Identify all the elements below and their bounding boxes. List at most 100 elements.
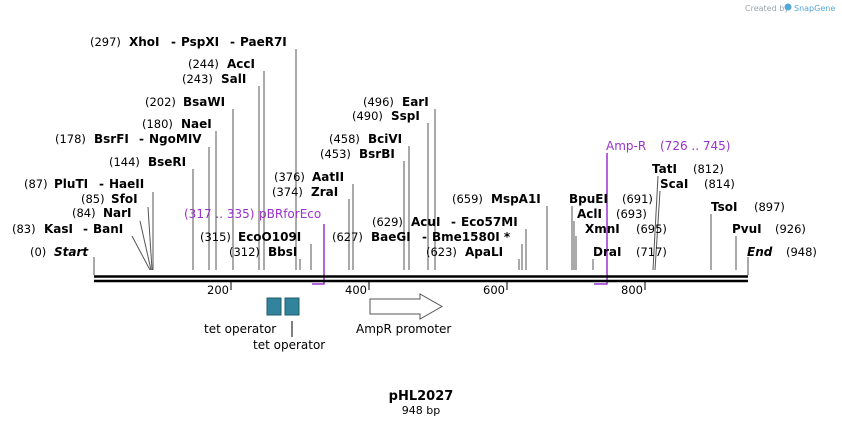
site-name-baegi[interactable]: BaeGI (371, 230, 411, 244)
ruler-label-600: 600 (483, 283, 505, 297)
primer-name-ampr[interactable]: Amp-R (606, 139, 646, 153)
site-pos-drai: (717) (636, 245, 667, 259)
site-pos-pluti: (87) (24, 177, 48, 191)
site-pos-scai: (814) (704, 177, 735, 191)
site-pos-tati: (812) (693, 162, 724, 176)
site-name-ngomiv[interactable]: NgoMIV (149, 132, 202, 146)
site-pos-bsrfi: (178) (55, 132, 86, 146)
primer-range-ampr: (726 .. 745) (660, 139, 730, 153)
site-pos-acci: (244) (188, 57, 219, 71)
site-pos-bseri: (144) (109, 155, 140, 169)
site-name-acui[interactable]: AcuI (411, 215, 440, 229)
site-sep: - (230, 35, 235, 49)
site-pos-tsoi: (897) (754, 200, 785, 214)
site-name-pluti[interactable]: PluTI (54, 177, 88, 191)
site-name-kasi[interactable]: KasI (44, 222, 73, 236)
site-name-bseri[interactable]: BseRI (148, 155, 186, 169)
site-pos-apali: (623) (426, 245, 457, 259)
site-sep: - (83, 222, 88, 236)
site-name-end: End (747, 245, 773, 259)
site-pos-mspa1i: (659) (452, 192, 483, 206)
site-name-start: Start (54, 245, 89, 259)
site-name-scai[interactable]: ScaI (660, 177, 688, 191)
site-name-bsawi[interactable]: BsaWI (183, 95, 225, 109)
site-pos-sali: (243) (182, 72, 213, 86)
site-name-sspi[interactable]: SspI (391, 109, 420, 123)
snapgene-logo-icon (784, 3, 792, 11)
site-pos-zrai: (374) (272, 185, 303, 199)
site-name-bpuei[interactable]: BpuEI (569, 192, 608, 206)
primer-markers (312, 153, 608, 285)
site-name-sfoi[interactable]: SfoI (111, 192, 138, 206)
site-sep: - (99, 177, 104, 191)
site-name-bme1580i[interactable]: Bme1580I * (432, 230, 511, 244)
site-sep: - (171, 35, 176, 49)
feature-label-tet-operator-1: tet operator (204, 322, 276, 336)
site-pos-bsawi: (202) (145, 95, 176, 109)
ruler-ticks (230, 282, 646, 290)
site-pos-pvui: (926) (775, 222, 806, 236)
site-sep: - (451, 215, 456, 229)
site-pos-end: (948) (786, 245, 817, 259)
site-pos-baegi: (627) (332, 230, 363, 244)
sequence-backbone (94, 275, 748, 283)
site-name-tsoi[interactable]: TsoI (711, 200, 737, 214)
plasmid-name: pHL2027 (389, 389, 454, 404)
site-name-nari[interactable]: NarI (103, 206, 132, 220)
ruler-label-200: 200 (207, 283, 229, 297)
tet-operator-feature-2[interactable] (284, 297, 300, 316)
site-name-sali[interactable]: SalI (221, 72, 246, 86)
site-name-aatii[interactable]: AatII (312, 170, 344, 184)
site-pos-xmni: (695) (636, 222, 667, 236)
site-pos-bbsi: (312) (229, 245, 260, 259)
site-name-bsrfi[interactable]: BsrFI (94, 132, 129, 146)
site-sep: - (422, 230, 427, 244)
site-pos-kasi: (83) (12, 222, 36, 236)
credit-brand[interactable]: SnapGene (794, 4, 835, 13)
feature-label-ampr-promoter: AmpR promoter (356, 322, 451, 336)
site-name-drai[interactable]: DraI (593, 245, 621, 259)
ruler-label-400: 400 (345, 283, 367, 297)
site-name-zrai[interactable]: ZraI (311, 185, 338, 199)
site-name-pvui[interactable]: PvuI (732, 222, 762, 236)
site-pos-acli: (693) (616, 207, 647, 221)
primer-name-pbrforeco[interactable]: pBRforEco (259, 207, 321, 221)
site-name-acli[interactable]: AclI (577, 207, 602, 221)
site-name-eco57mi[interactable]: Eco57MI (461, 215, 518, 229)
site-pos-naei: (180) (142, 117, 173, 131)
site-pos-aatii: (376) (274, 170, 305, 184)
site-name-bsrbi[interactable]: BsrBI (359, 147, 395, 161)
site-name-ecoo109i[interactable]: EcoO109I (238, 230, 301, 244)
site-pos-acui: (629) (372, 215, 403, 229)
site-pos-bcivi: (458) (329, 132, 360, 146)
site-name-paer7i[interactable]: PaeR7I (240, 35, 287, 49)
site-name-pspxi[interactable]: PspXI (181, 35, 219, 49)
site-name-eari[interactable]: EarI (402, 95, 429, 109)
site-name-xhoi[interactable]: XhoI (129, 35, 160, 49)
tet-operator-feature-1[interactable] (266, 297, 282, 316)
site-name-mspa1i[interactable]: MspA1I (491, 192, 541, 206)
site-name-bani[interactable]: BanI (93, 222, 123, 236)
site-name-tati[interactable]: TatI (652, 162, 677, 176)
ruler-label-800: 800 (621, 283, 643, 297)
ampr-promoter-arrow[interactable] (369, 293, 444, 320)
plasmid-size: 948 bp (402, 404, 440, 417)
site-pos-bsrbi: (453) (320, 147, 351, 161)
site-pos-bpuei: (691) (622, 192, 653, 206)
site-name-haeii[interactable]: HaeII (109, 177, 144, 191)
site-name-acci[interactable]: AccI (227, 57, 255, 71)
site-name-bcivi[interactable]: BciVI (368, 132, 402, 146)
feature-label-tet-operator-2: tet operator (253, 338, 325, 352)
site-pos-nari: (84) (72, 206, 96, 220)
site-name-apali[interactable]: ApaLI (465, 245, 503, 259)
site-name-xmni[interactable]: XmnI (585, 222, 620, 236)
site-pos-start: (0) (30, 245, 46, 259)
site-pos-eari: (496) (363, 95, 394, 109)
primer-range-pbrforeco: (317 .. 335) (184, 207, 254, 221)
site-sep: - (139, 132, 144, 146)
site-pos-sfoi: (85) (81, 192, 105, 206)
site-pos-xhoi: (297) (90, 35, 121, 49)
site-name-bbsi[interactable]: BbsI (268, 245, 297, 259)
site-name-naei[interactable]: NaeI (181, 117, 212, 131)
